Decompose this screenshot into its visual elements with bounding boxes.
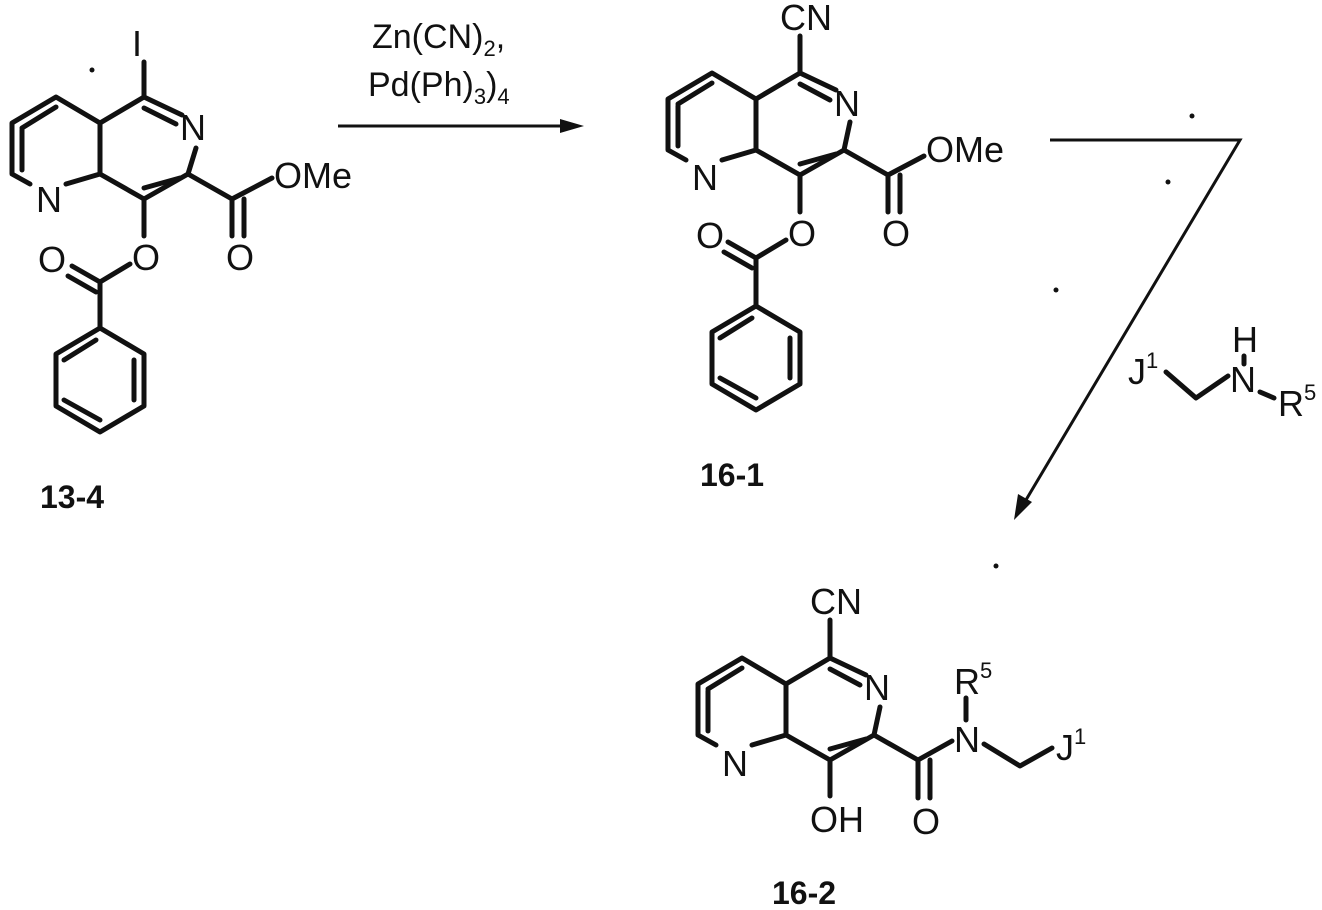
compound-16-2: CN N N OH O N R5 J1 16-2	[698, 581, 1086, 910]
compound-16-2-substituent: CN	[810, 581, 862, 622]
compound-13-4-ester-oxygen: O	[226, 237, 254, 278]
compound-16-1-ester-oxygen: O	[882, 213, 910, 254]
compound-13-4-substituent: I	[132, 23, 142, 64]
speck	[90, 68, 95, 73]
compound-13-4-ring-n2: N	[36, 179, 62, 220]
speck	[1054, 288, 1059, 293]
reaction-arrow-1-head	[560, 119, 584, 133]
compound-16-1-substituent: CN	[780, 0, 832, 38]
compound-13-4-ring-n1: N	[180, 107, 206, 148]
compound-13-4-ester-group: OMe	[274, 155, 352, 196]
reagent-zinc-cyanide: Zn(CN)2,	[372, 18, 505, 61]
speck	[1166, 180, 1171, 185]
speck	[1190, 114, 1195, 119]
compound-16-1-ring-n2: N	[692, 157, 718, 198]
speck	[994, 564, 999, 569]
compound-16-1-ether-oxygen: O	[788, 213, 816, 254]
compound-16-2-r5: R5	[954, 658, 992, 702]
compound-16-1-label: 16-1	[700, 457, 764, 493]
compound-16-1-ester-group: OMe	[926, 129, 1004, 170]
reagent-amine-j: J1	[1128, 348, 1158, 392]
reaction-arrow-2	[1020, 140, 1240, 510]
compound-13-4-ether-oxygen: O	[132, 237, 160, 278]
compound-13-4: I N N OMe O O O 13-4	[12, 23, 352, 515]
compound-16-2-label: 16-2	[772, 875, 836, 910]
reagent-amine-n: N	[1230, 359, 1256, 400]
compound-16-2-hydroxy: OH	[810, 799, 864, 840]
reaction-step-1: Zn(CN)2, Pd(Ph)3)4	[338, 18, 584, 133]
compound-13-4-benzoyl-oxygen: O	[38, 239, 66, 280]
reaction-step-2: J1 H N R5	[994, 114, 1317, 569]
reagent-palladium-catalyst: Pd(Ph)3)4	[368, 66, 510, 109]
compound-16-1: CN N N OMe O O O 16-1	[668, 0, 1004, 493]
compound-16-2-bonds	[698, 620, 1052, 798]
compound-16-2-ring-n2: N	[722, 743, 748, 784]
compound-16-2-amide-oxygen: O	[912, 801, 940, 842]
compound-16-2-j1: J1	[1056, 724, 1086, 768]
compound-13-4-label: 13-4	[40, 479, 104, 515]
compound-16-1-benzoyl-oxygen: O	[696, 215, 724, 256]
reagent-amine: J1 H N R5	[1128, 319, 1316, 424]
reagent-amine-r: R5	[1278, 380, 1316, 424]
compound-16-2-amide-nitrogen: N	[954, 719, 980, 760]
compound-16-1-ring-n1: N	[834, 83, 860, 124]
compound-16-2-ring-n1: N	[864, 667, 890, 708]
reaction-arrow-2-head	[1014, 494, 1032, 520]
